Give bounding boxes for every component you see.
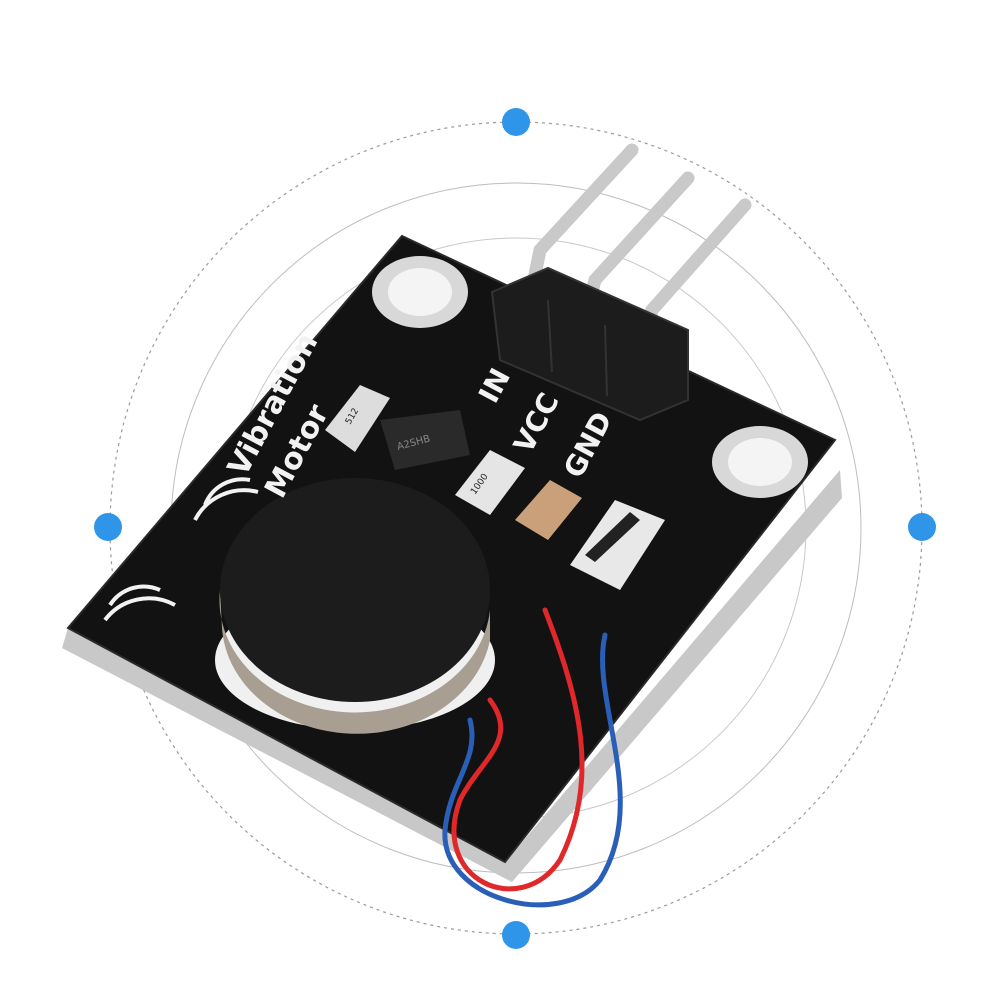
dot-top <box>502 108 530 136</box>
mounting-holes <box>372 256 808 498</box>
dot-right <box>908 513 936 541</box>
vibration-motor <box>215 478 495 734</box>
dot-bottom <box>502 921 530 949</box>
blue-wire <box>442 632 623 908</box>
dot-left <box>94 513 122 541</box>
red-wire <box>451 607 585 892</box>
pcb-edge <box>62 470 842 882</box>
wires <box>442 607 623 908</box>
header-pins <box>490 143 752 422</box>
orbit-dots <box>94 108 936 949</box>
smd-components <box>325 385 665 590</box>
vibration-wave-icon <box>103 477 259 622</box>
